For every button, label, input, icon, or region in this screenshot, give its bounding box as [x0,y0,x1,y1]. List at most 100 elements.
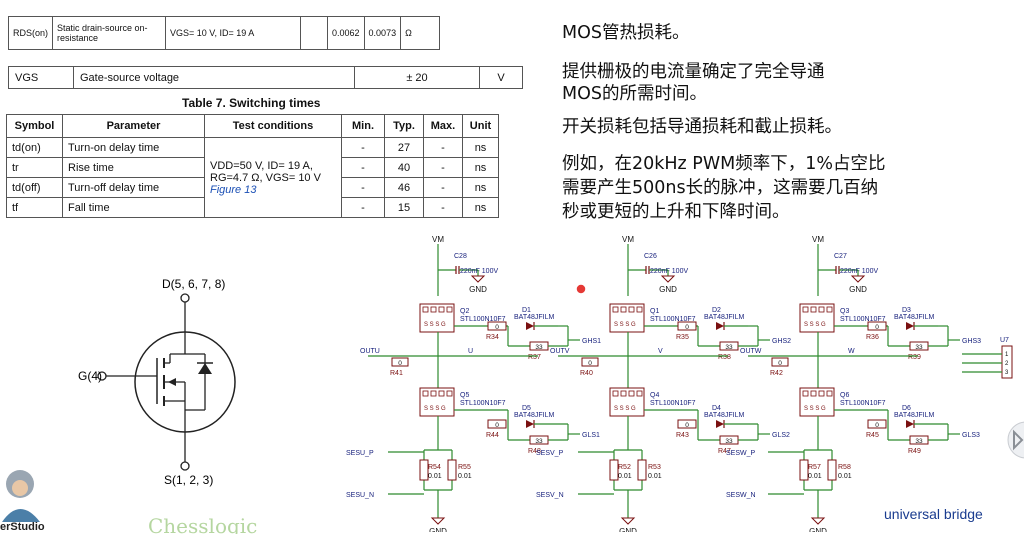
mosfet-pin-labels: S S S G [614,406,636,412]
row-unit: ns [462,157,499,178]
mosfet-pin [810,390,817,397]
rds-max: 0.0073 [363,16,402,50]
row-max: - [423,177,463,198]
resistor-value: 0 [398,360,402,367]
diode-designator: D2 [712,307,721,314]
source-terminal [180,461,190,471]
gate-label: G(4) [78,369,102,383]
diode-designator: D3 [902,307,911,314]
row-symbol: tf [6,197,63,218]
note-switching-loss: 开关损耗包括导通损耗和截止损耗。 [562,117,842,137]
output-net-label: OUTW [740,348,762,355]
mosfet-pin [636,306,643,313]
diode-part-number: BAT48JFILM [514,314,554,321]
resistor-value: 0 [495,324,499,331]
resistor-designator: R35 [676,334,689,341]
ground-icon [470,275,486,283]
brand-watermark: Chesslogic [148,516,258,534]
conditions-line-2: RG=4.7 Ω, VGS= 10 V [210,171,321,184]
sense-net-label: SESU_P [346,450,374,457]
gate-net-label: GLS2 [772,432,790,439]
ground-icon [430,517,446,525]
mosfet-part-number: STL100N10F7 [840,316,886,323]
connector-u7 [1001,345,1013,379]
mosfet-part [799,387,835,417]
note-heat-loss: MOS管热损耗。 [562,23,690,43]
ground-label: GND [659,285,677,294]
mosfet-designator: Q2 [460,308,469,315]
note-example-line2: 需要产生500ns长的脉冲，这需要几百纳 [562,178,879,198]
next-arrow-button[interactable] [1004,420,1024,460]
capacitor-value: 220nF 100V [460,268,498,275]
sense-net-label: SESW_N [726,492,756,499]
header-min: Min. [341,114,385,138]
gate-net-label: GHS3 [962,338,981,345]
resistor-value: 33 [535,438,543,445]
mosfet-pin [810,306,817,313]
resistor-designator: R43 [676,432,689,439]
ground-icon [850,275,866,283]
conditions-line-1: VDD=50 V, ID= 19 A, [210,159,313,172]
avatar [2,470,40,522]
diode-designator: D6 [902,405,911,412]
sense-resistor-designator: R54 [428,464,441,471]
row-symbol: td(on) [6,137,63,158]
mosfet-pin-labels: S S S G [614,322,636,328]
sense-resistor [609,459,619,481]
resistor-value: 0 [685,422,689,429]
row-max: - [423,157,463,178]
figure-reference: Figure 13 [210,183,257,196]
test-conditions-cell: VDD=50 V, ID= 19 A, RG=4.7 Ω, VGS= 10 V … [204,137,342,218]
laser-pointer-dot [575,283,587,295]
source-label: S(1, 2, 3) [164,473,213,487]
sense-net-label: SESW_P [726,450,756,457]
resistor-designator: R38 [718,354,731,361]
capacitor-designator: C27 [834,253,847,260]
sense-net-label: SESV_P [536,450,564,457]
sense-net-label: SESV_N [536,492,564,499]
row-min: - [341,137,385,158]
mosfet-pin [628,390,635,397]
resistor-value: 0 [875,324,879,331]
sense-resistor [419,459,429,481]
gate-net-label: GHS2 [772,338,791,345]
gate-net-label: GLS3 [962,432,980,439]
rds-unit: Ω [400,16,441,50]
sense-resistor [799,459,809,481]
output-net-label: OUTV [550,348,570,355]
resistor-designator: R45 [866,432,879,439]
resistor-designator: R34 [486,334,499,341]
note-gate-current-line2: MOS的所需时间。 [562,84,707,104]
header-unit: Unit [462,114,499,138]
vm-label: VM [812,235,824,244]
mosfet-part-number: STL100N10F7 [460,316,506,323]
gate-terminal [97,371,107,381]
mosfet-pin [422,306,429,313]
mosfet-pin [620,306,627,313]
mosfet-pin [818,306,825,313]
resistor-designator: R44 [486,432,499,439]
diode-icon [716,420,724,428]
row-unit: ns [462,197,499,218]
table-row: tf Fall time - 15 - ns [6,197,499,218]
connector-pin-label: 3 [1005,370,1009,376]
resistor-designator: R36 [866,334,879,341]
row-typ: 46 [384,177,424,198]
capacitor-value: 220nF 100V [840,268,878,275]
mosfet-designator: Q1 [650,308,659,315]
sense-resistor-value: 0.01 [618,473,632,480]
diode-part-number: BAT48JFILM [514,412,554,419]
row-parameter: Turn-off delay time [62,177,205,198]
connector-pin-label: 1 [1005,352,1009,358]
ground-label: GND [849,285,867,294]
mosfet-designator: Q3 [840,308,849,315]
resistor-value: 33 [535,344,543,351]
mosfet-symbol-diagram: D(5, 6, 7, 8) G(4) S(1, 2, 3) [78,277,236,487]
row-max: - [423,137,463,158]
resistor-designator: R41 [390,370,403,377]
mosfet-pin [802,390,809,397]
sense-resistor-value: 0.01 [648,473,662,480]
row-min: - [341,157,385,178]
gate-resistor [867,419,887,429]
resistor-value: 33 [725,438,733,445]
